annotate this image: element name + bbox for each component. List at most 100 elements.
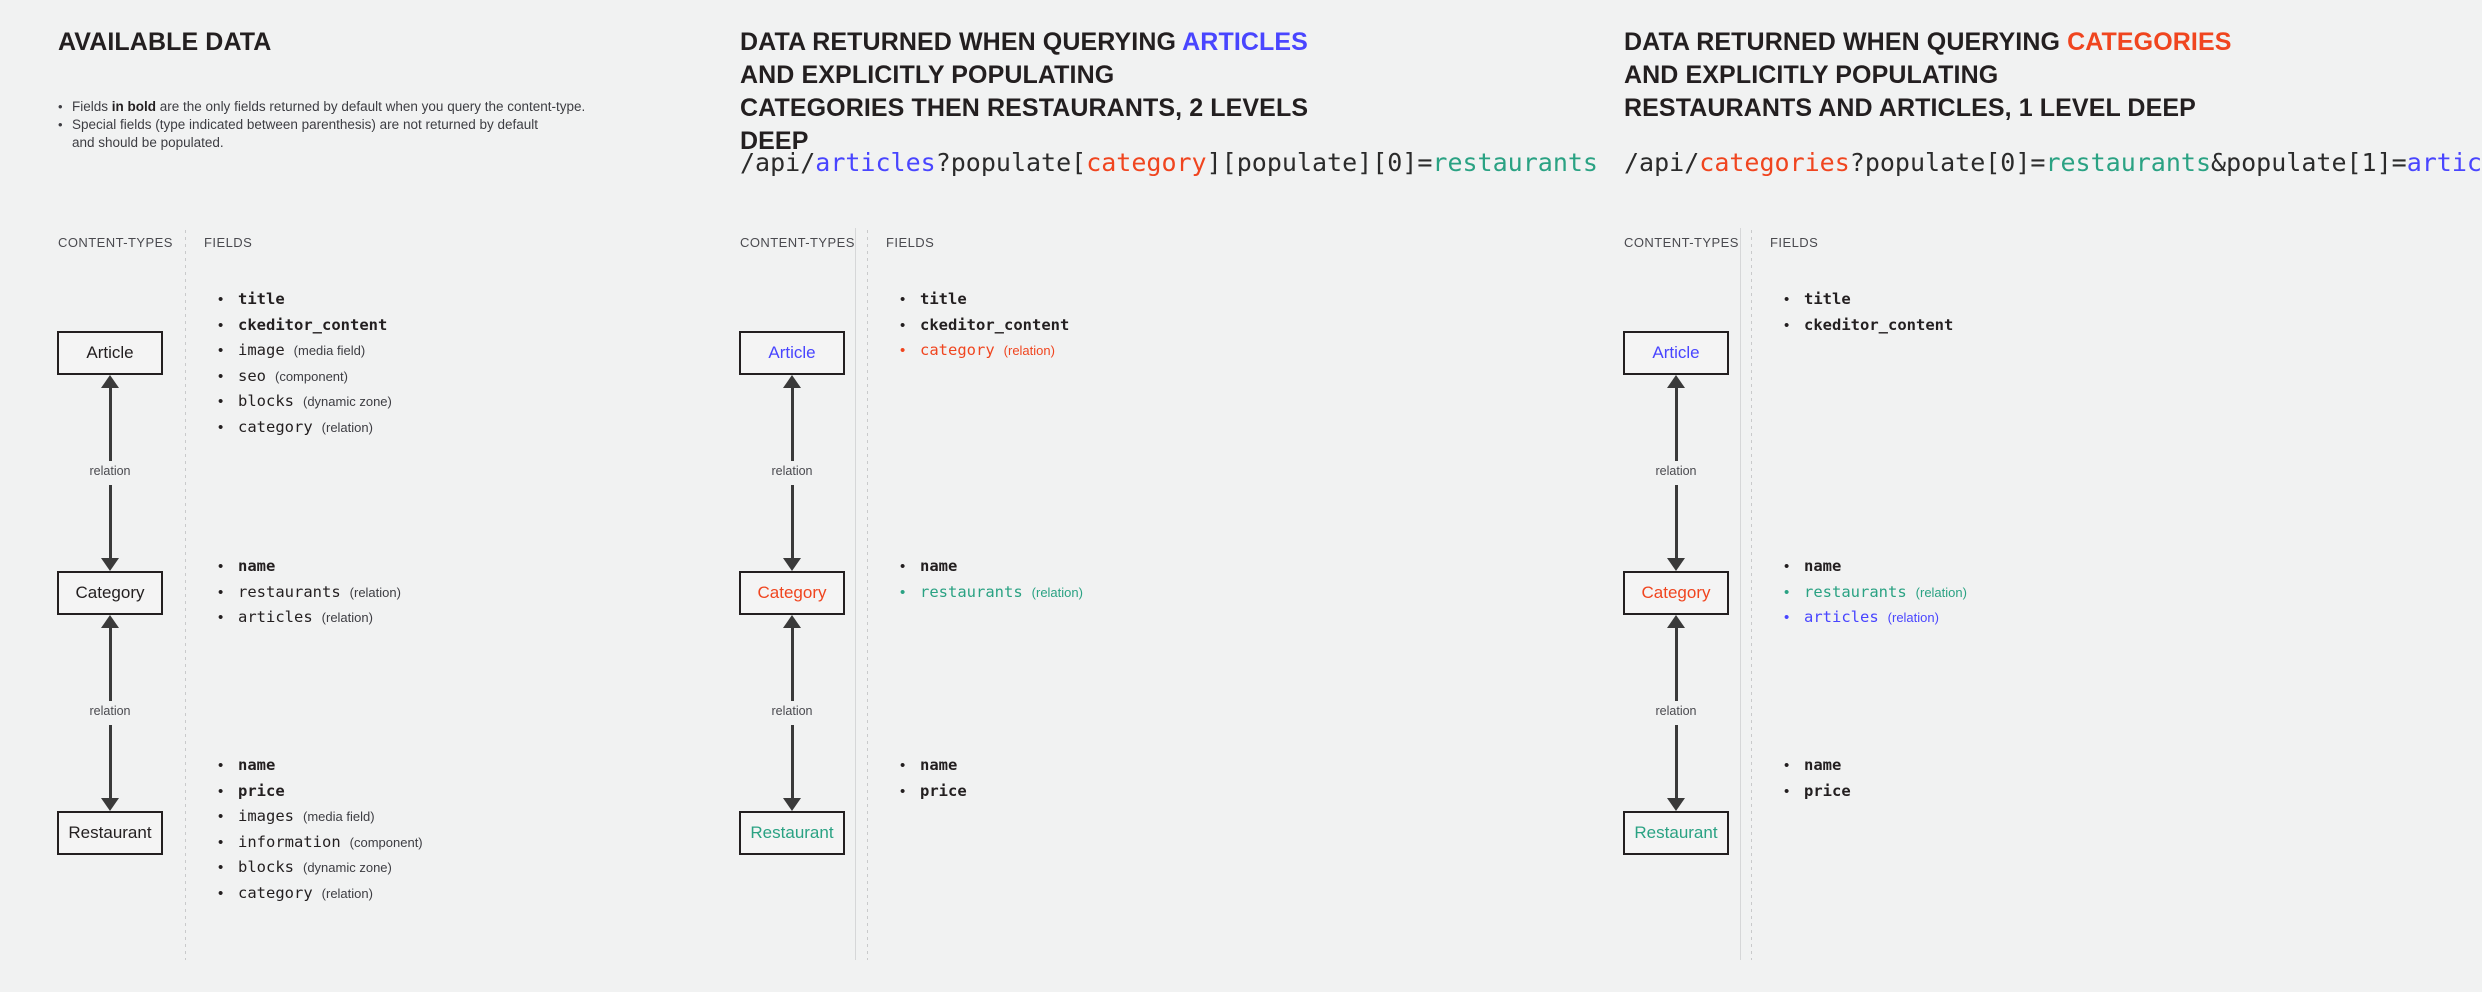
panel-title-line: RESTAURANTS AND ARTICLES, 1 LEVEL DEEP — [1624, 94, 2196, 122]
arrow-up-icon — [101, 615, 119, 628]
relation-connector: relation — [1632, 615, 1720, 811]
bullet-icon: • — [218, 782, 224, 800]
bullet-icon: • — [218, 418, 224, 436]
bullet-icon: • — [1784, 291, 1790, 308]
field-type: (component) — [275, 368, 348, 384]
entity-box-category[interactable]: Category — [739, 571, 845, 615]
relation-line-upper — [791, 385, 794, 461]
entity-box-article[interactable]: Article — [57, 331, 163, 375]
field-row: •category(relation) — [900, 338, 1069, 364]
field-row: •ckeditor_content — [218, 313, 392, 339]
arrow-up-icon — [101, 375, 119, 388]
bullet-icon: • — [218, 884, 224, 902]
field-row: •ckeditor_content — [1784, 313, 1953, 339]
bullet-icon: • — [58, 99, 63, 114]
note-text: Special fields (type indicated between p… — [72, 117, 539, 132]
bullet-icon: • — [900, 782, 906, 800]
field-row: •name — [1784, 554, 1967, 580]
field-row: • category (relation) — [218, 881, 423, 907]
panel-title-highlight: ARTICLES — [1182, 28, 1308, 56]
panel-title-line: CATEGORIES THEN RESTAURANTS, 2 LEVELS DE… — [740, 94, 1309, 155]
arrow-up-icon — [783, 615, 801, 628]
entity-box-category[interactable]: Category — [1623, 571, 1729, 615]
relation-line-lower — [791, 485, 794, 561]
arrow-up-icon — [1667, 615, 1685, 628]
bullet-icon: • — [218, 583, 224, 601]
entity-box-restaurant[interactable]: Restaurant — [739, 811, 845, 855]
bullet-icon: • — [218, 609, 224, 626]
field-name: title — [238, 290, 285, 308]
field-name: price — [1804, 781, 1851, 800]
api-url-segment: categories — [1699, 148, 1850, 177]
api-url-segment: ?populate[0]= — [1849, 148, 2046, 177]
relation-line-lower — [791, 725, 794, 801]
relation-line-lower — [1675, 485, 1678, 561]
api-url-segment: articles — [815, 148, 936, 177]
field-group-category: •name•restaurants(relation)•articles(rel… — [1784, 554, 1967, 631]
field-type: (media field) — [303, 809, 375, 824]
relation-line-upper — [109, 385, 112, 461]
field-name: information — [238, 832, 341, 851]
field-group-restaurant: •name•price•images(media field)•informat… — [218, 753, 423, 906]
field-type: (relation) — [1031, 584, 1083, 600]
field-name: ckeditor_content — [920, 315, 1070, 334]
bullet-icon: • — [900, 558, 906, 575]
field-name: images — [238, 807, 294, 825]
field-row: • price — [218, 779, 423, 805]
field-group-article: • title •ckeditor_content•image(media fiel… — [218, 287, 392, 440]
field-type: (dynamic zone) — [303, 394, 392, 409]
field-row: •name — [218, 753, 423, 779]
column-label-fields: FIELDS — [204, 235, 253, 250]
api-url-segment: ][populate][0]= — [1206, 148, 1433, 177]
field-name: title — [920, 290, 967, 308]
field-row: •restaurants(relation) — [218, 580, 401, 606]
panel-title-line: AND EXPLICITLY POPULATING — [740, 61, 1115, 89]
arrow-up-icon — [783, 375, 801, 388]
field-row: •image(media field) — [218, 338, 392, 364]
bullet-icon: • — [900, 342, 906, 359]
entity-box-restaurant[interactable]: Restaurant — [57, 811, 163, 855]
relation-line-upper — [791, 625, 794, 701]
bullet-icon: • — [900, 583, 906, 601]
bullet-icon: • — [1784, 757, 1790, 774]
field-type: (relation) — [321, 885, 373, 901]
api-url: /api/articles?populate[category][populat… — [740, 148, 1598, 178]
bullet-icon: • — [1784, 782, 1790, 800]
note-text: and should be populated. — [72, 135, 224, 150]
field-row: •name — [900, 753, 967, 779]
field-name: ckeditor_content — [1804, 315, 1954, 334]
column-label-content-types: CONTENT-TYPES — [58, 235, 173, 250]
entity-box-restaurant[interactable]: Restaurant — [1623, 811, 1729, 855]
api-url-segment: ?populate[ — [935, 148, 1087, 177]
field-name: articles — [1804, 608, 1879, 626]
entity-box-article[interactable]: Article — [739, 331, 845, 375]
bullet-icon: • — [218, 316, 224, 334]
note-text: Fields in bold are the only fields retur… — [72, 98, 585, 116]
bullet-icon: • — [218, 558, 224, 575]
fields-divider — [1751, 230, 1752, 960]
field-row: •blocks(dynamic zone) — [218, 389, 392, 415]
field-group-category: •name•restaurants(relation) — [900, 554, 1083, 605]
relation-label: relation — [748, 702, 836, 720]
column-label-fields: FIELDS — [886, 235, 935, 250]
field-group-restaurant: •name•price — [1784, 753, 1851, 804]
bullet-icon — [58, 134, 72, 152]
panel-available-data: AVAILABLE DATA • Fields in bold are the on… — [0, 0, 682, 992]
field-name: price — [238, 781, 285, 800]
field-name: restaurants — [238, 582, 341, 601]
field-group-article: •title•ckeditor_content — [1784, 287, 1953, 338]
panel-title-line: AVAILABLE DATA — [58, 28, 272, 56]
field-type: (dynamic zone) — [303, 860, 392, 875]
entity-box-category[interactable]: Category — [57, 571, 163, 615]
entity-box-article[interactable]: Article — [1623, 331, 1729, 375]
field-name: category — [238, 883, 313, 902]
field-name: image — [238, 341, 285, 359]
field-name: restaurants — [920, 582, 1023, 601]
bullet-icon: • — [218, 757, 224, 774]
arrow-up-icon — [1667, 375, 1685, 388]
relation-line-lower — [109, 725, 112, 801]
api-url-segment: category — [1086, 148, 1207, 177]
